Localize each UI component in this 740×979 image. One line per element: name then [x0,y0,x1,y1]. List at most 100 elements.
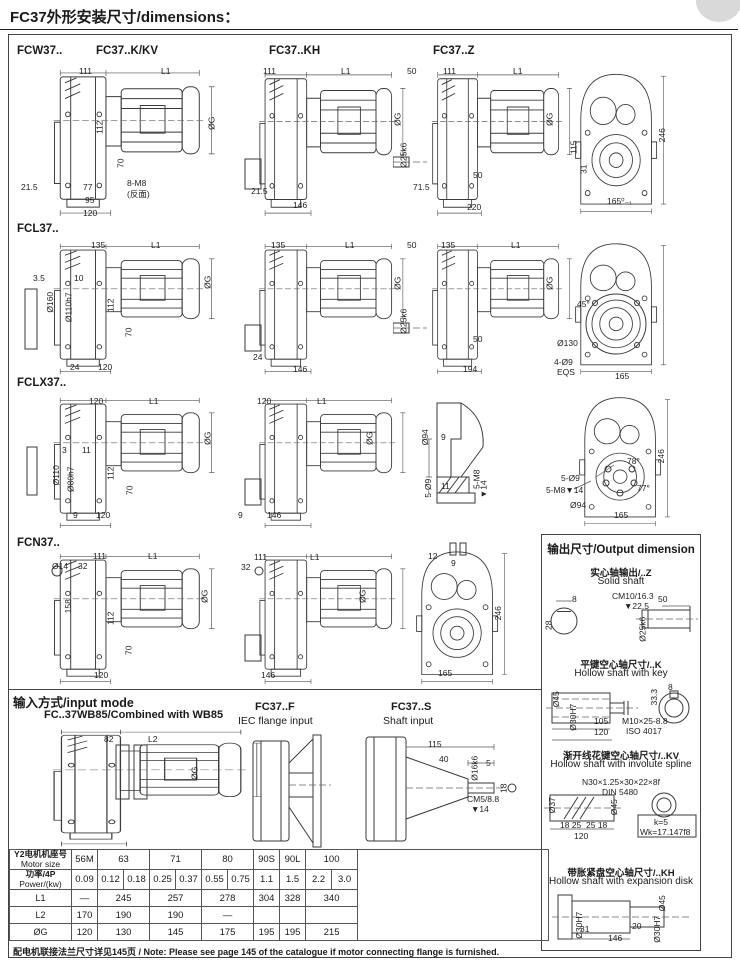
gearmotor-side-view [51,541,231,689]
dim-label: 32 [241,562,251,572]
dim-label: k=5 [654,817,668,827]
content-frame: FCW37.. FC37..K/KV FC37..KH FC37..Z FCL3… [8,34,732,958]
dim-label: 3.5 [33,273,45,283]
table-cell: — [71,889,98,907]
dim-label: Ø30H7 [652,915,663,943]
gearmotor-side-view [244,233,418,379]
dim-label: 158 [62,599,73,614]
table-cell [253,906,281,924]
model-label-z: FC37..Z [433,45,475,57]
dim-label: ØG [357,589,368,603]
table-cell: 278 [201,889,255,907]
dim-label: 112 [94,120,105,135]
table-cell: 190 [96,906,151,924]
dim-label: 165 [438,668,453,678]
dim-label: 246 [492,606,503,621]
table-cell: 1.1 [253,869,281,890]
output-shaft-details [544,600,698,940]
page-title: FC37外形安装尺寸/dimensions： [10,9,240,26]
gearmotor-side-view [26,387,231,533]
dimension-table: Y2电机机座号 Motor size 56M 63 71 80 90S 90L … [9,849,549,941]
table-cell: 100 [305,849,359,870]
dim-label: 18 [498,783,509,793]
dim-label: L1 [345,240,355,250]
dim-label: 111 [93,551,106,561]
input-mode-separator [9,689,541,690]
dim-label: 5 [486,758,491,768]
wb85-label: FC..37WB85/Combined with WB85 [44,709,224,721]
output-panel-title: 输出尺寸/Output dimension [547,544,695,556]
dim-label: L1 [511,240,521,250]
dim-label: 10 [74,273,84,283]
gearmotor-side-view [19,59,231,221]
dim-label: 115 [568,140,579,155]
dim-label: 112 [105,466,116,481]
table-cell: 0.55 [201,869,229,890]
dim-label: 105 [594,716,609,726]
dim-label: L1 [151,240,161,250]
dim-label: ▼22.5 [624,601,649,611]
table-cell: 56M [71,849,98,870]
table-cell: 80 [201,849,255,870]
dim-label: Ø45 [656,895,667,912]
dim-label: ISO 4017 [626,726,662,736]
dim-label: Ø45 [550,691,561,708]
dim-label: 50 [473,170,483,180]
dim-label: ØG [206,116,217,130]
dim-label: 9 [73,510,78,520]
dim-label: EQS [557,367,575,377]
dim-label: 120 [594,727,609,737]
model-label-fcn37: FCN37.. [17,537,60,549]
dim-label: L1 [149,396,159,406]
gearmotor-side-view [244,59,418,221]
dim-label: Ø14 [52,561,69,571]
spline-title-cn: 渐开线花键空心轴尺寸/..KV [562,751,680,762]
solid-shaft-title-en: Solid shaft [597,576,645,587]
solid-shaft-title-cn: 实心轴输出/..Z [590,568,652,579]
dim-label: 9 [451,558,456,568]
dim-label: 111 [79,66,92,76]
dim-label: Ø80h7 [65,466,76,493]
model-label-fclx37: FCLX37.. [17,377,67,389]
dim-label: N30×1.25×30×22×8f [582,777,660,787]
dim-label: ▼14 [478,480,489,499]
dim-label: 9 [238,510,243,520]
power-header-en: Power/(kw) [19,878,62,889]
table-cell: 328 [279,889,307,907]
dim-label: 111 [254,552,267,562]
dim-label: 40 [439,754,449,764]
table-cell [279,906,307,924]
gearmotor-side-view [24,233,231,379]
dim-label: 8-M8 [127,178,147,188]
table-cell: 145 [149,923,203,941]
dim-label: 70 [123,645,134,655]
dim-label: Ø25k6 [398,308,409,334]
model-label-kkv: FC37..K/KV [96,45,158,57]
dim-label: 24 [253,352,263,362]
dim-label: 246 [656,128,667,143]
dim-label: 82 [104,734,114,744]
table-cell: 120 [71,923,98,941]
power-header-cn: 功率/4P [25,869,56,880]
table-cell: — [201,906,255,924]
dim-label: 115 [428,739,442,749]
dim-label: Ø25k6 [637,616,648,642]
dim-label: 11 [82,445,91,455]
dim-label: 120 [98,362,113,372]
dim-label: 120 [89,396,104,406]
dim-label: Wk=17.147f8 [640,827,691,837]
input-mode-title: 输入方式/input mode [13,696,134,710]
dim-label: Ø37 [546,797,557,814]
dim-label: Ø30H7 [568,703,579,731]
dim-label: 50 [407,66,417,76]
dim-label: 45° [577,299,590,309]
spline-title-en: Hollow shaft with involute spline [550,759,692,770]
expansion-title-en: Hollow shaft with expansion disk [549,876,693,887]
